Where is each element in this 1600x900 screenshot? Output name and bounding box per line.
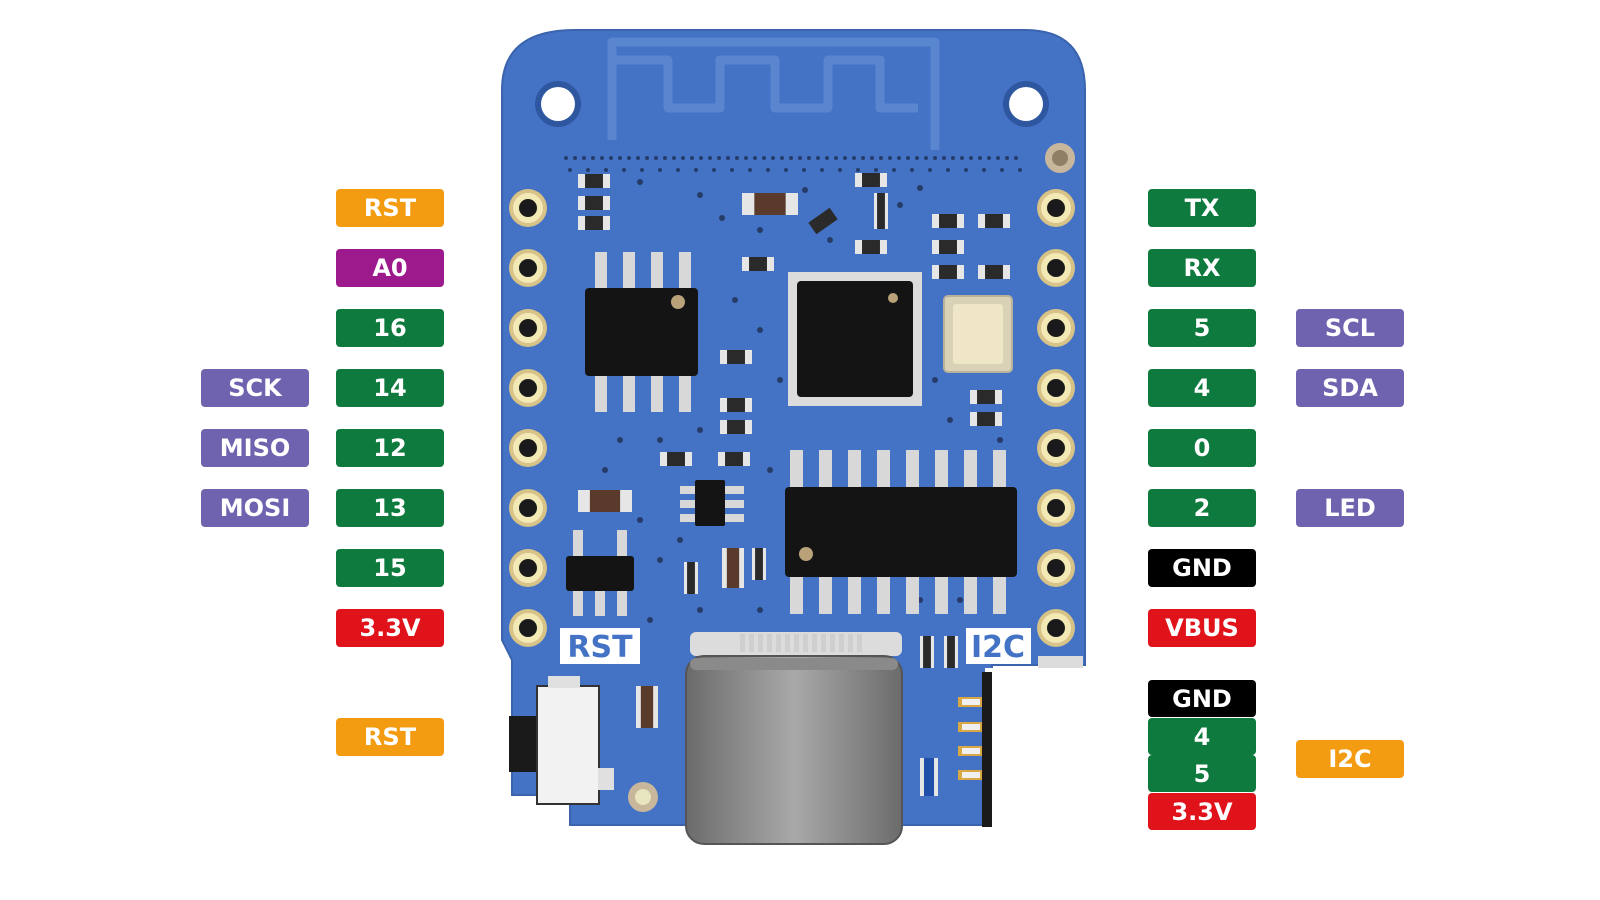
- pcb-outline: [501, 29, 1086, 826]
- left-pin-alt-label: MISO: [201, 429, 309, 467]
- right-pin-label: 5: [1148, 309, 1256, 347]
- left-pin-label: 13: [336, 489, 444, 527]
- right-pin-label: 4: [1148, 369, 1256, 407]
- i2c-pin-label: 5: [1148, 755, 1256, 792]
- passive-components: [578, 173, 1010, 796]
- right-pin-alt-label: LED: [1296, 489, 1404, 527]
- left-pin-label: 3.3V: [336, 609, 444, 647]
- i2c-pin-label: GND: [1148, 680, 1256, 717]
- left-pin-alt-label: SCK: [201, 369, 309, 407]
- usb-serial-chip: [785, 450, 1017, 614]
- right-pin-alt-label: SDA: [1296, 369, 1404, 407]
- i2c-connector: [958, 656, 1095, 828]
- right-pin-label: VBUS: [1148, 609, 1256, 647]
- left-pin-label: A0: [336, 249, 444, 287]
- right-pin-alt-label: SCL: [1296, 309, 1404, 347]
- right-pin-label: TX: [1148, 189, 1256, 227]
- reset-button-label: RST: [336, 718, 444, 756]
- left-pin-label: RST: [336, 189, 444, 227]
- small-ic: [680, 480, 744, 526]
- left-pin-label: 16: [336, 309, 444, 347]
- right-pin-label: RX: [1148, 249, 1256, 287]
- antenna-trace: [607, 37, 940, 150]
- mcu-chip: [788, 272, 922, 406]
- i2c-pin-label: 4: [1148, 718, 1256, 755]
- left-pin-label: 15: [336, 549, 444, 587]
- left-pin-label: 14: [336, 369, 444, 407]
- right-pin-label: 2: [1148, 489, 1256, 527]
- via-field: [564, 156, 1022, 623]
- crystal-oscillator: [943, 295, 1013, 373]
- header-pins: [509, 189, 1075, 647]
- left-pin-alt-label: MOSI: [201, 489, 309, 527]
- right-pin-label: GND: [1148, 549, 1256, 587]
- flash-chip: [585, 252, 698, 412]
- usb-c-connector: [685, 632, 903, 845]
- rst-silkscreen: RST: [567, 630, 633, 665]
- i2c-silkscreen: I2C: [971, 630, 1025, 665]
- i2c-port-label: I2C: [1296, 740, 1404, 778]
- i2c-pin-label: 3.3V: [1148, 793, 1256, 830]
- reset-switch: [509, 676, 614, 805]
- left-pin-label: 12: [336, 429, 444, 467]
- voltage-regulator: [566, 530, 634, 616]
- right-pin-label: 0: [1148, 429, 1256, 467]
